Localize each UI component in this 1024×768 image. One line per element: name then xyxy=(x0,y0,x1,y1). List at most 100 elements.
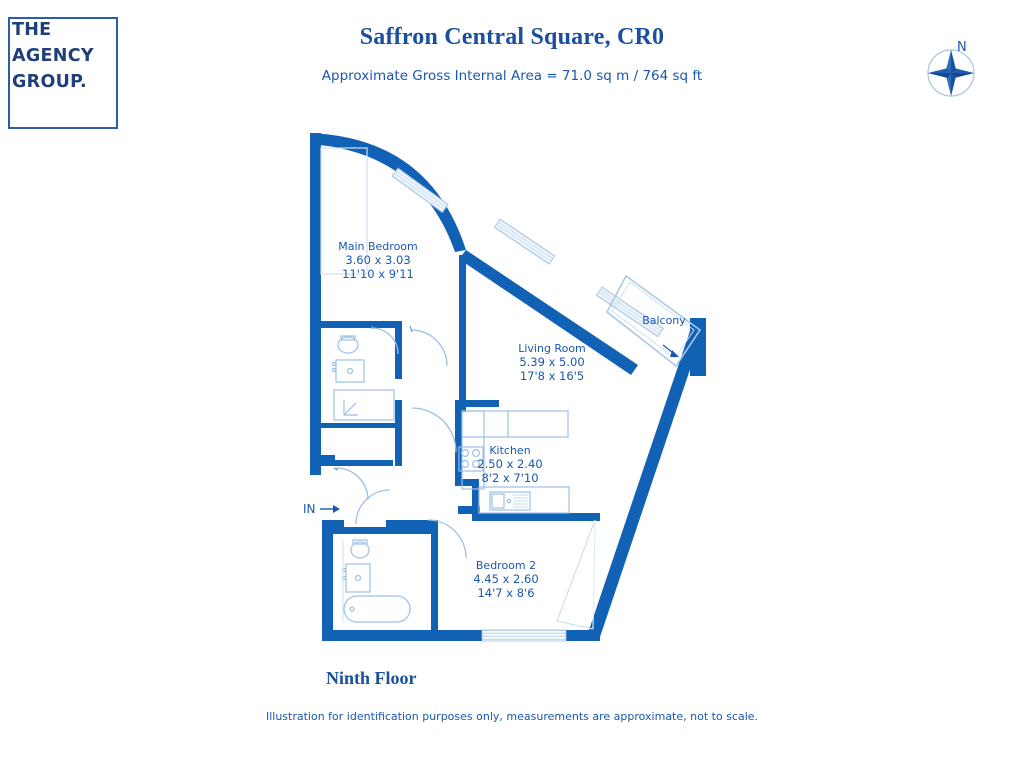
wall-left-middle xyxy=(310,332,321,475)
wall-ensuite-top xyxy=(321,321,401,328)
wall-curved-top xyxy=(310,133,466,252)
logo-line-1: THE xyxy=(12,20,52,40)
toilet-cistern-ensuite xyxy=(340,335,356,341)
wall-ensuite-right-upper xyxy=(395,321,402,379)
kitchen-counter-left xyxy=(461,410,485,490)
disclaimer-text: Illustration for identification purposes… xyxy=(265,710,759,723)
tap-bathroom-1 xyxy=(341,567,347,573)
sink-drainboard xyxy=(513,494,528,508)
room-dim-imperial-kitchen: 8'2 x 7'10 xyxy=(481,471,538,485)
balcony-inner-outline xyxy=(611,281,695,359)
door-leaf-main-bedroom xyxy=(409,325,413,333)
wall-bedroom-living-partition xyxy=(459,255,466,351)
room-dim-imperial-bedroom-2: 14'7 x 8'6 xyxy=(477,586,534,600)
wall-bottom-right xyxy=(566,630,600,641)
balcony-area xyxy=(605,274,702,368)
shower-tray-ensuite xyxy=(333,389,395,421)
wall-right-angled xyxy=(588,319,706,637)
toilet-icon-bathroom xyxy=(350,541,370,559)
wardrobe-main-bedroom xyxy=(320,147,368,275)
window-main-bedroom xyxy=(391,167,449,214)
tap-ensuite-1 xyxy=(331,361,337,367)
wall-kitchen-right-jog xyxy=(472,479,479,513)
kitchen-counter-bottom xyxy=(478,486,570,514)
door-swing-main-bedroom xyxy=(410,329,448,367)
door-swing-bathroom xyxy=(355,489,391,525)
wall-kitchen-bottom-jog xyxy=(455,479,479,486)
door-swing-living xyxy=(411,407,457,453)
bath-drain xyxy=(349,606,355,612)
furniture xyxy=(320,147,596,630)
wall-left-upper xyxy=(310,133,321,339)
wall-bathroom-top xyxy=(333,527,437,534)
door-swing-entrance xyxy=(335,467,369,501)
sink-bowl-kitchen xyxy=(491,493,505,509)
compass-rose-icon xyxy=(927,49,975,97)
wall-bedroom2-top xyxy=(472,513,600,521)
agency-logo-box xyxy=(8,17,118,129)
wall-hall-upper xyxy=(321,460,393,466)
door-swing-ensuite xyxy=(371,327,399,355)
kitchen-fixtures xyxy=(458,410,570,514)
floor-level-label: Ninth Floor xyxy=(326,668,417,688)
tap-bathroom-2 xyxy=(341,575,347,581)
tap-ensuite-2 xyxy=(331,367,337,373)
room-label-living-room: Living Room xyxy=(518,342,586,355)
toilet-cistern-bathroom xyxy=(352,539,368,545)
hob-burner-3 xyxy=(461,460,470,469)
sink-vanity-ensuite xyxy=(335,359,365,383)
wall-bottom-left xyxy=(322,630,482,641)
wall-ensuite-bottom xyxy=(321,423,401,428)
balcony-door-arrowhead xyxy=(670,350,679,357)
room-label-kitchen: Kitchen xyxy=(489,444,530,457)
room-labels: Main Bedroom 3.60 x 3.03 11'10 x 9'11 Li… xyxy=(338,240,686,600)
room-label-bedroom-2: Bedroom 2 xyxy=(476,559,536,572)
agency-logo-text: THE AGENCY GROUP. xyxy=(12,17,94,95)
wall-kitchen-left xyxy=(455,405,462,485)
room-label-main-bedroom: Main Bedroom xyxy=(338,240,418,253)
wall-hall-bathroom xyxy=(386,520,438,529)
balcony-outline xyxy=(605,274,702,368)
window-bedroom-2 xyxy=(481,629,567,642)
doors xyxy=(333,325,467,559)
bathtub-icon xyxy=(343,595,411,623)
sink-basin-ensuite xyxy=(346,367,354,375)
room-dim-metric-bedroom-2: 4.45 x 2.60 xyxy=(473,572,538,586)
wall-left-lower-jog xyxy=(322,520,344,531)
wall-bathroom-right xyxy=(431,527,438,633)
wall-bedroom-living-partition-lower xyxy=(459,370,466,412)
logo-line-2: AGENCY xyxy=(12,46,94,66)
room-dim-metric-kitchen: 2.50 x 2.40 xyxy=(477,457,542,471)
bathroom-fixtures xyxy=(341,539,411,623)
door-swing-bedroom-2 xyxy=(427,519,467,559)
wall-right-balcony-corner xyxy=(690,318,706,376)
wall-partition-stub xyxy=(459,345,466,373)
sink-vanity-bathroom xyxy=(345,563,371,593)
room-dim-metric-living-room: 5.39 x 5.00 xyxy=(519,355,584,369)
ensuite-fixtures xyxy=(331,335,395,421)
room-dim-imperial-main-bedroom: 11'10 x 9'11 xyxy=(342,267,414,281)
hob-burner-1 xyxy=(461,449,470,458)
sink-basin-bathroom xyxy=(354,574,362,582)
room-label-balcony: Balcony xyxy=(642,314,686,327)
room-dim-imperial-living-room: 17'8 x 16'5 xyxy=(520,369,584,383)
page-title: Saffron Central Square, CR0 xyxy=(359,24,665,50)
room-dim-metric-main-bedroom: 3.60 x 3.03 xyxy=(345,253,410,267)
wall-hall-kitchen xyxy=(458,506,480,514)
toilet-icon-ensuite xyxy=(337,336,359,354)
wall-kitchen-top-left xyxy=(455,400,499,407)
hob-burner-4 xyxy=(472,460,481,469)
interior-walls xyxy=(321,255,600,633)
exterior-walls xyxy=(310,133,706,641)
wall-left-lower xyxy=(322,527,333,641)
bedroom2-corner-shape xyxy=(556,519,596,630)
tap-kitchen xyxy=(506,498,512,504)
shower-drain-ensuite xyxy=(343,400,358,416)
door-leaf-entrance xyxy=(333,467,339,471)
window-living-room-upper xyxy=(493,218,556,265)
hob-icon xyxy=(458,446,484,472)
hob-burner-2 xyxy=(472,449,481,458)
sink-kitchen xyxy=(489,491,531,511)
bedroom2-corner-edge xyxy=(592,519,596,630)
